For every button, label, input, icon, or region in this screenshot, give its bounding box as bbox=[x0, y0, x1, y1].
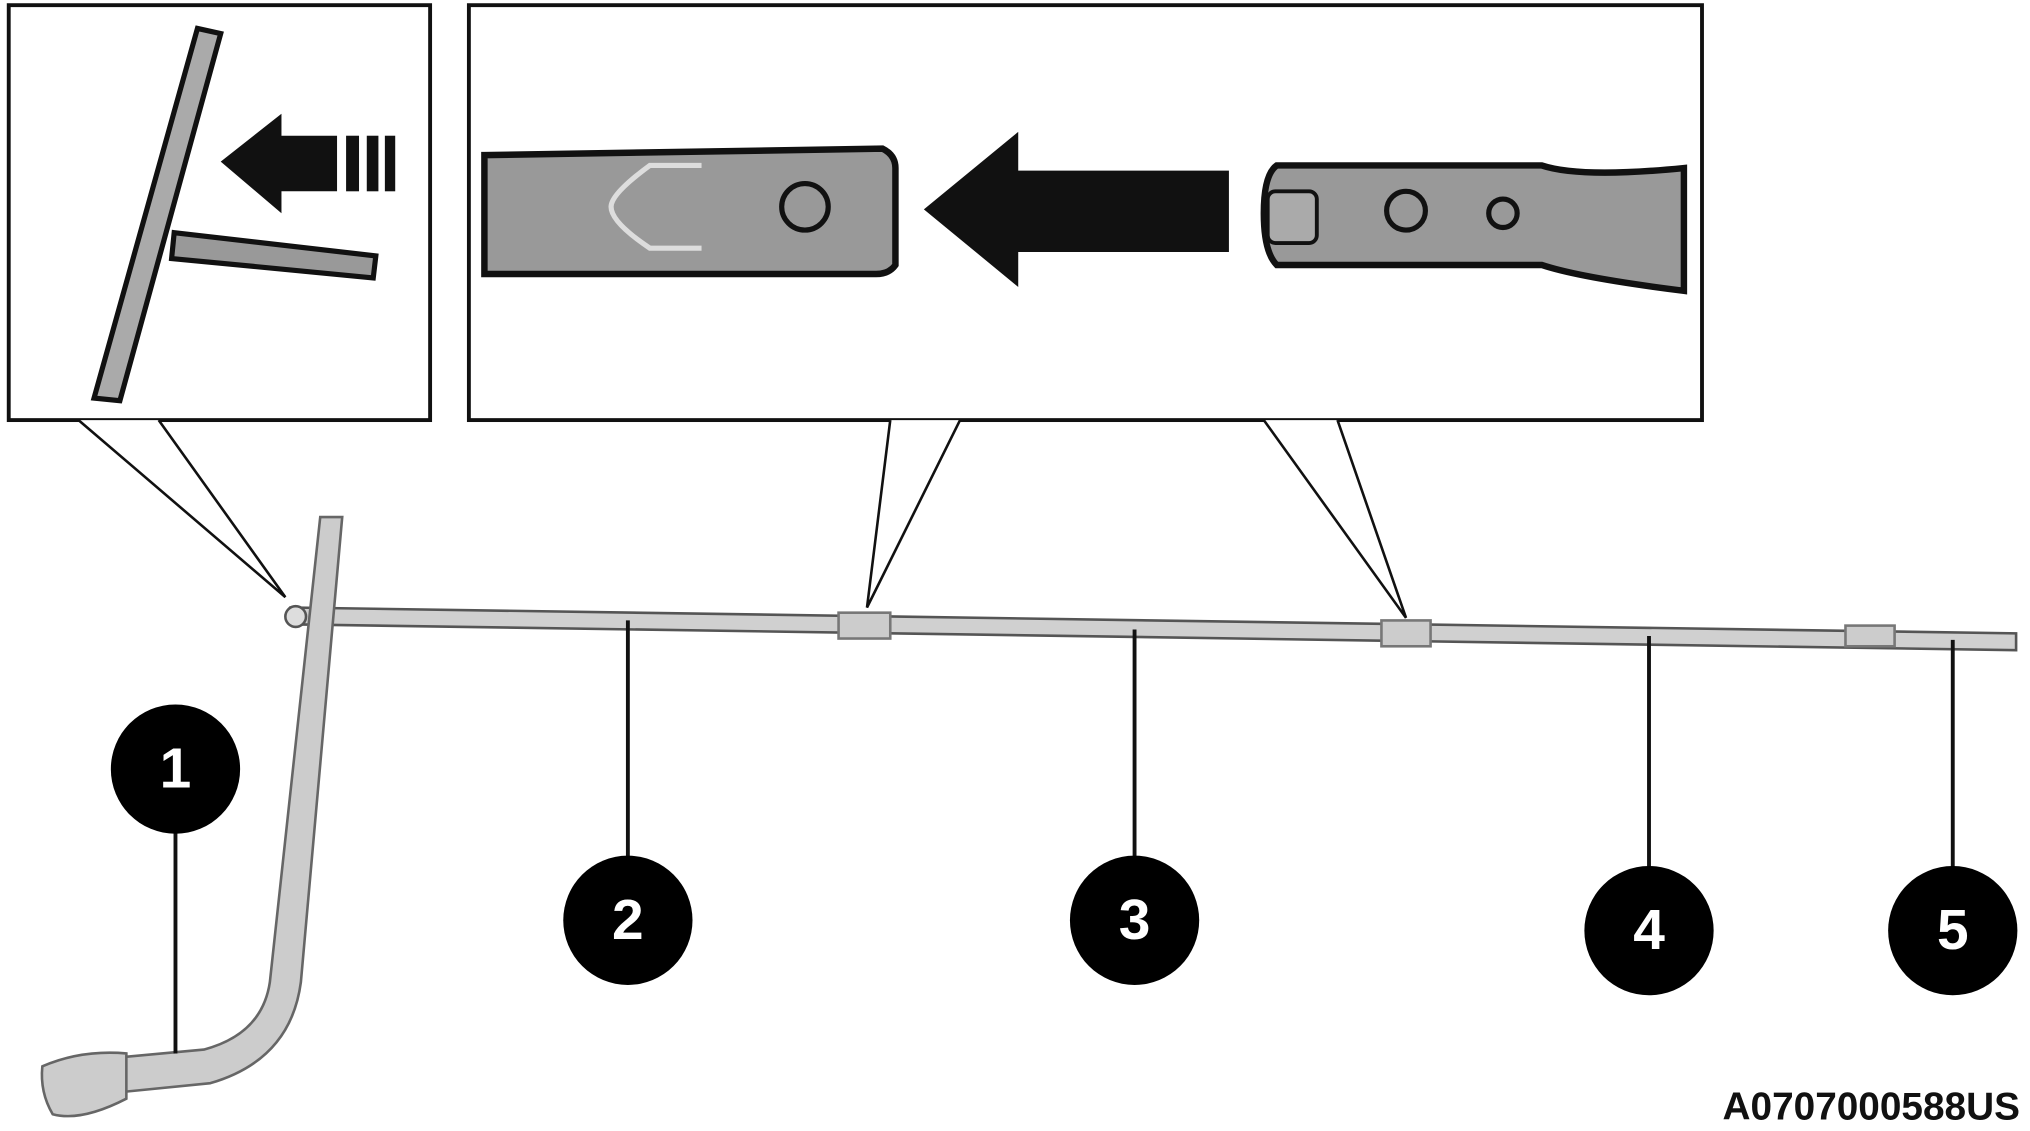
leader-lines bbox=[173, 620, 1955, 1054]
rod-insert bbox=[168, 229, 379, 281]
callout-5: 5 bbox=[1888, 866, 2018, 996]
callout-3: 3 bbox=[1069, 855, 1200, 985]
callout-number: 4 bbox=[1633, 899, 1665, 962]
callout-number: 2 bbox=[612, 889, 644, 952]
arrow-left-icon bbox=[220, 113, 396, 214]
callout-4: 4 bbox=[1584, 866, 1714, 996]
callout-number: 5 bbox=[1937, 899, 1969, 962]
female-coupling-end bbox=[481, 145, 899, 278]
callout-number: 1 bbox=[160, 738, 192, 801]
arrow-left-icon bbox=[923, 131, 1229, 287]
male-coupling-end bbox=[1260, 162, 1688, 295]
wrench-socket-end bbox=[90, 25, 224, 404]
callout-1: 1 bbox=[110, 704, 241, 834]
inset-handle-attachment bbox=[6, 3, 433, 599]
callout-number: 3 bbox=[1119, 889, 1151, 952]
figure-code: A0707000588US bbox=[1723, 1085, 2020, 1128]
jack-handle bbox=[40, 515, 344, 1118]
extension-rods bbox=[284, 604, 2018, 652]
callout-2: 2 bbox=[563, 855, 693, 985]
inset-extension-coupling bbox=[466, 3, 1704, 619]
